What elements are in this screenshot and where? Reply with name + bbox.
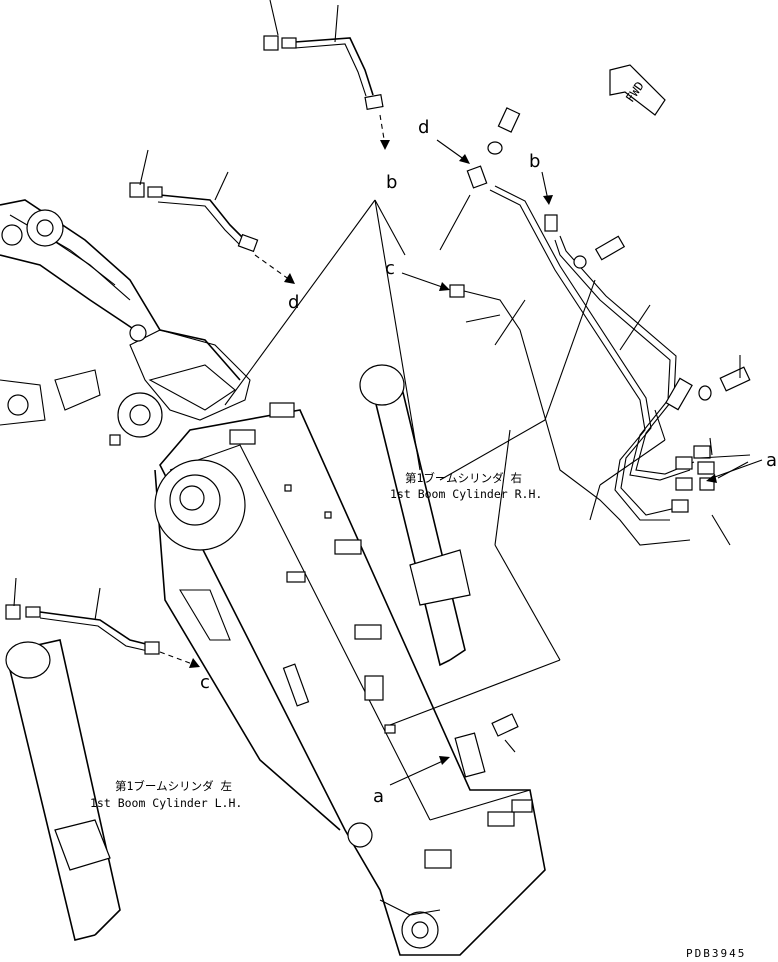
cylinder-rh-jp-label: 第1ブームシリンダ 右 <box>405 471 522 485</box>
callout-c-left: c <box>200 672 210 693</box>
callout-d-left: d <box>288 292 299 313</box>
cylinder-rh-en-label: 1st Boom Cylinder R.H. <box>390 487 542 501</box>
cylinder-lh-jp-label: 第1ブームシリンダ 左 <box>115 779 232 793</box>
arrows <box>389 139 763 786</box>
callout-b-upper: b <box>386 172 397 193</box>
grease-piping <box>224 107 751 778</box>
callout-a-lower: a <box>373 786 384 807</box>
callout-a-right: a <box>766 450 777 471</box>
fwd-indicator: FWD <box>609 64 666 116</box>
callout-c-upper: c <box>385 258 395 279</box>
callout-d-upper: d <box>418 117 429 138</box>
right-boom-cylinder <box>359 364 471 667</box>
boom-structure <box>0 199 546 956</box>
hose-c-left <box>5 577 200 668</box>
callout-b-right: b <box>529 151 540 172</box>
hose-b-top <box>263 0 390 150</box>
left-boom-cylinder <box>5 639 121 941</box>
hose-d-mid <box>129 149 295 284</box>
cylinder-lh-en-label: 1st Boom Cylinder L.H. <box>90 796 242 810</box>
drawing-code: PDB3945 <box>686 947 746 960</box>
